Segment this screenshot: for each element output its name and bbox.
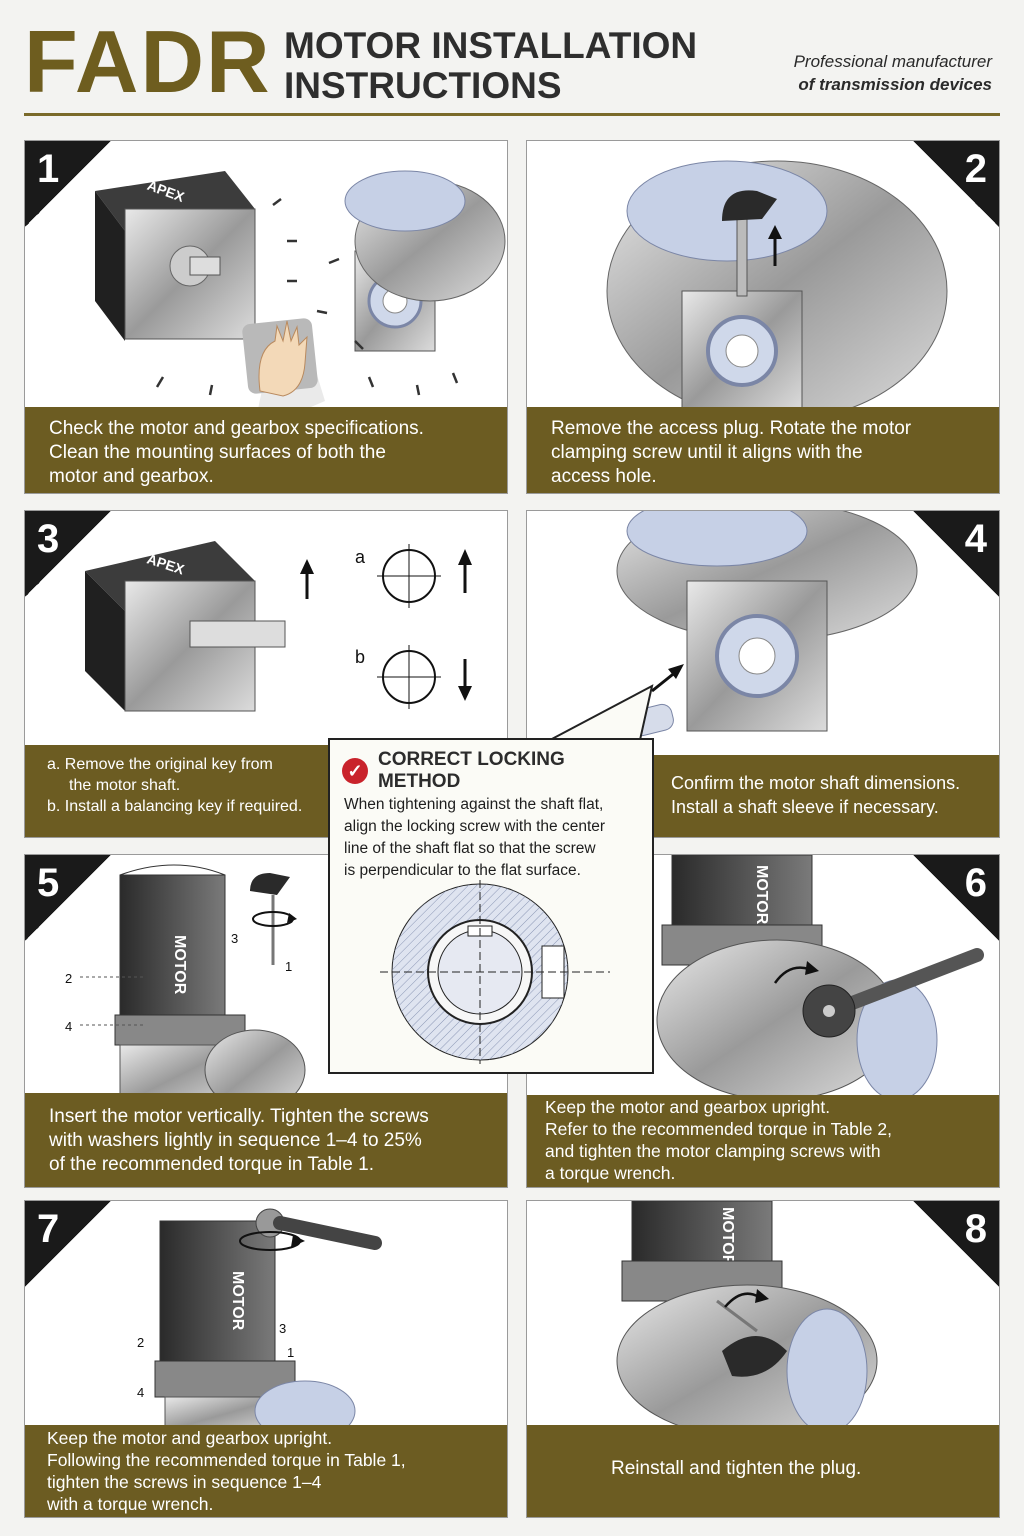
callout-title: CORRECT LOCKING METHOD — [377, 749, 565, 792]
screw-number-1: 1 — [287, 1345, 294, 1360]
step-3-number: 3 — [25, 511, 111, 597]
screw-number-2: 2 — [65, 971, 72, 986]
rotate-arrow-icon — [252, 911, 297, 927]
step-1-panel: APEX 1 Check the motor and gearbox speci… — [24, 140, 508, 494]
step-6-number: 6 — [913, 855, 999, 941]
down-arrow-icon — [458, 659, 472, 701]
step-7-caption: Keep the motor and gearbox upright. Foll… — [25, 1425, 507, 1517]
screw-number-4: 4 — [137, 1385, 144, 1400]
brand-logo: FADR — [24, 12, 272, 111]
step-8-caption: Reinstall and tighten the plug. — [527, 1425, 999, 1517]
step-1-number: 1 — [25, 141, 111, 227]
step-8-illustration: MOTOR — [616, 1201, 878, 1431]
step-5-illustration: MOTOR 2 4 3 1 — [65, 864, 306, 1105]
key-option-b-label: b — [355, 647, 365, 667]
hand-icon — [242, 318, 318, 397]
rotate-arrow-icon — [773, 961, 819, 984]
check-icon: ✓ — [342, 758, 368, 784]
up-arrow-icon — [458, 549, 472, 593]
callout-body: When tightening against the shaft flat, … — [344, 796, 606, 879]
up-arrow-icon — [300, 559, 314, 599]
motor-label: MOTOR — [753, 865, 770, 925]
key-option-a-label: a — [355, 547, 366, 567]
callout-header: ✓ CORRECT LOCKING METHOD — [342, 749, 652, 792]
step-4-panel: 4 Confirm the motor shaft dimensions. In… — [526, 510, 1000, 838]
screw-number-3: 3 — [279, 1321, 286, 1336]
step-8-number: 8 — [913, 1201, 999, 1287]
step-7-illustration: MOTOR 2 4 3 1 — [137, 1208, 382, 1431]
header-rule — [24, 113, 1000, 116]
motor-label: MOTOR — [171, 935, 188, 995]
rotate-arrow-icon — [724, 1289, 769, 1308]
screw-number-4: 4 — [65, 1019, 72, 1034]
step-6-caption: Keep the motor and gearbox upright. Refe… — [527, 1095, 999, 1187]
step-1-illustration: APEX — [95, 170, 506, 411]
rotate-arrow-icon — [239, 1231, 305, 1251]
tagline: Professional manufacturer of transmissio… — [793, 52, 992, 94]
header: FADR MOTOR INSTALLATION INSTRUCTIONS Pro… — [0, 0, 1024, 118]
step-2-panel: 2 Remove the access plug. Rotate the mot… — [526, 140, 1000, 494]
correct-locking-method-callout: ✓ CORRECT LOCKING METHOD When tightening… — [328, 738, 654, 1074]
step-5-caption: Insert the motor vertically. Tighten the… — [25, 1093, 507, 1187]
step-7-number: 7 — [25, 1201, 111, 1287]
screw-number-1: 1 — [285, 959, 292, 974]
motor-label: MOTOR — [719, 1207, 736, 1267]
step-2-number: 2 — [913, 141, 999, 227]
up-arrow-icon — [768, 225, 782, 266]
motor-label: MOTOR — [229, 1271, 246, 1331]
step-2-illustration — [606, 160, 948, 411]
step-2-caption: Remove the access plug. Rotate the motor… — [527, 407, 999, 493]
callout-pointer — [549, 684, 654, 741]
shaft-cross-section-diagram — [380, 880, 610, 1064]
step-3-illustration: APEX a b — [85, 541, 472, 712]
step-8-panel: MOTOR 8 Reinstall and tighten the plug. — [526, 1200, 1000, 1518]
page-title: MOTOR INSTALLATION INSTRUCTIONS — [284, 25, 698, 106]
step-5-number: 5 — [25, 855, 111, 941]
step-6-illustration: MOTOR — [656, 855, 984, 1095]
step-4-number: 4 — [913, 511, 999, 597]
screw-number-3: 3 — [231, 931, 238, 946]
screw-number-2: 2 — [137, 1335, 144, 1350]
step-7-panel: MOTOR 2 4 3 1 7 Keep the motor and gearb… — [24, 1200, 508, 1518]
step-4-illustration — [616, 511, 918, 737]
step-1-caption: Check the motor and gearbox specificatio… — [25, 407, 507, 493]
